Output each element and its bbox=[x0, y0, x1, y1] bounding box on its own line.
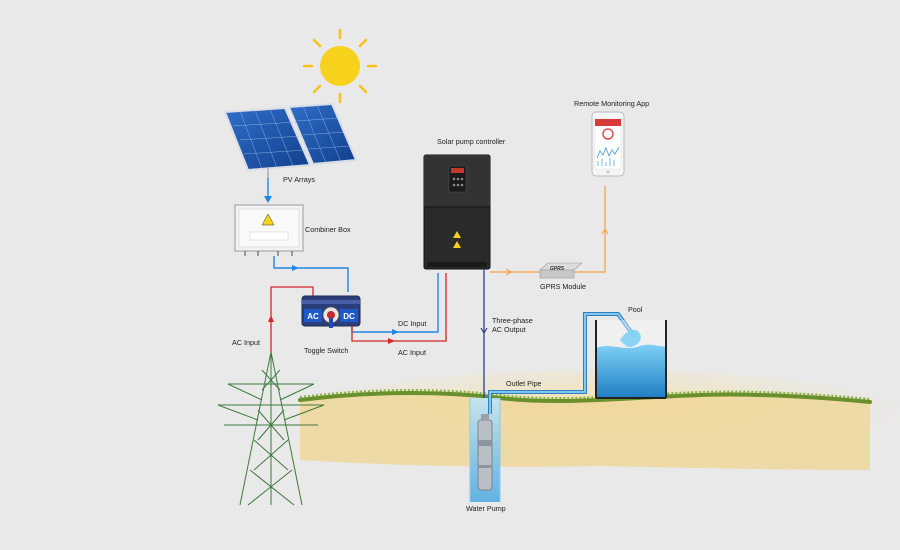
outlet-pipe-label: Outlet Pipe bbox=[506, 379, 542, 388]
combiner-box-icon bbox=[234, 204, 304, 256]
outlet-pipe-highlight bbox=[489, 313, 635, 414]
remote-app-label: Remote Monitoring App bbox=[574, 99, 649, 108]
smartphone-icon bbox=[591, 111, 625, 177]
pv-arrays-label: PV Arrays bbox=[283, 175, 315, 184]
gprs-badge-text: GPRS bbox=[550, 266, 565, 272]
ac-input-bottom-wire bbox=[351, 273, 447, 342]
gprs-module-label: GPRS Module bbox=[540, 282, 586, 291]
controller-icon bbox=[423, 154, 491, 270]
dc-input-label: DC Input bbox=[398, 319, 426, 328]
arrow-right-icon bbox=[388, 338, 395, 344]
gprs-module-icon bbox=[539, 262, 583, 279]
ac-input-bottom-label: AC Input bbox=[398, 348, 426, 357]
arrow-up-icon bbox=[601, 227, 609, 235]
gprs-to-phone-wire bbox=[574, 186, 606, 273]
solar-panel-icon bbox=[223, 102, 358, 178]
arrow-right-icon bbox=[392, 329, 399, 335]
three-phase-label-2: AC Output bbox=[492, 325, 526, 334]
toggle-dc-text: DC bbox=[343, 312, 355, 321]
arrow-right-icon bbox=[292, 265, 299, 271]
sun-icon bbox=[302, 28, 378, 104]
ac-input-left-label: AC Input bbox=[232, 338, 260, 347]
toggle-switch-label: Toggle Switch bbox=[304, 346, 348, 355]
power-pylon-icon bbox=[217, 351, 325, 506]
arrow-right-icon bbox=[505, 268, 513, 276]
submersible-pump-icon bbox=[477, 414, 493, 491]
pool-tank-icon bbox=[595, 320, 667, 399]
arrow-down-icon bbox=[480, 327, 488, 335]
combiner-to-toggle-wire bbox=[273, 256, 349, 292]
controller-label: Solar pump controller bbox=[437, 137, 506, 146]
combiner-box-label: Combiner Box bbox=[305, 225, 351, 234]
arrow-down-icon bbox=[264, 196, 272, 203]
toggle-switch-icon bbox=[301, 295, 361, 328]
toggle-ac-text: AC bbox=[307, 312, 319, 321]
arrow-up-icon bbox=[268, 315, 274, 322]
pool-label: Pool bbox=[628, 305, 643, 314]
ground bbox=[270, 370, 900, 480]
three-phase-label-1: Three-phase bbox=[492, 316, 533, 325]
water-pump-label: Water Pump bbox=[466, 504, 506, 513]
